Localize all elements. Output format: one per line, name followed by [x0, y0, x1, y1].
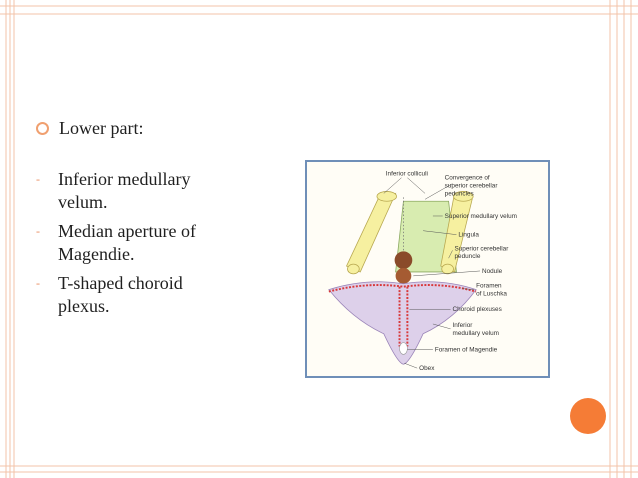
- choroid-horizontal: [328, 284, 477, 293]
- slide-content: Lower part: - Inferior medullary velum. …: [36, 114, 276, 318]
- label-superior-cerebellar-peduncle: Superior cerebellar: [454, 245, 509, 252]
- sub-item-line: velum.: [58, 192, 108, 212]
- label-convergence: superior cerebellar: [445, 183, 499, 190]
- main-bullet-text: Lower part:: [59, 117, 144, 138]
- dash-icon: -: [36, 172, 40, 186]
- dash-icon: -: [36, 276, 40, 290]
- label-foramen-luschka: Foramen: [476, 283, 502, 290]
- ring-bullet-icon: [36, 121, 49, 135]
- sub-item: - T-shaped choroid plexus.: [36, 272, 276, 318]
- sub-item-line: Magendie.: [58, 244, 135, 264]
- left-colliculus: [376, 191, 397, 202]
- magendie-opening: [399, 342, 408, 355]
- nodule-shape: [395, 268, 412, 284]
- leader-lines: [383, 177, 481, 369]
- right-peduncle-end: [441, 263, 454, 275]
- sub-item: - Inferior medullary velum.: [36, 168, 276, 214]
- label-choroid-plexuses: Choroid plexuses: [453, 306, 502, 313]
- dash-icon: -: [36, 224, 40, 238]
- fourth-ventricle-diagram: Inferior colliculi Convergence of superi…: [305, 160, 550, 378]
- label-foramen-magendie: Foramen of Magendie: [435, 346, 498, 353]
- label-nodule: Nodule: [482, 268, 503, 275]
- sub-item-line: plexus.: [58, 296, 110, 316]
- label-obex: Obex: [419, 365, 435, 372]
- left-peduncle-end: [347, 263, 360, 275]
- label-lingula: Lingula: [458, 232, 479, 239]
- choroid-vertical: [398, 286, 409, 347]
- sub-item: - Median aperture of Magendie.: [36, 220, 276, 266]
- label-inferior-colliculi: Inferior colliculi: [386, 171, 428, 178]
- diagram-illustration: Inferior colliculi Convergence of superi…: [328, 171, 517, 372]
- label-superior-medullary-velum: Superior medullary velum: [445, 213, 517, 220]
- label-convergence: Convergence of: [445, 175, 490, 182]
- label-convergence: peduncles: [445, 190, 474, 197]
- main-bullet: Lower part:: [36, 114, 276, 142]
- label-superior-cerebellar-peduncle: peduncle: [454, 253, 480, 260]
- label-foramen-luschka: of Luschka: [476, 291, 507, 298]
- lingula-shape: [394, 251, 413, 269]
- decorative-circle: [570, 398, 606, 434]
- roof-shape: [395, 200, 457, 273]
- sub-item-line: Inferior medullary: [58, 169, 191, 189]
- sub-item-line: Median aperture of: [58, 221, 196, 241]
- sub-item-line: T-shaped choroid: [58, 273, 183, 293]
- left-peduncle: [345, 192, 397, 273]
- label-inferior-medullary-velum: medullary velum: [453, 330, 499, 337]
- inferior-velum-shape: [328, 281, 477, 365]
- label-inferior-medullary-velum: Inferior: [453, 322, 474, 329]
- right-colliculus: [453, 191, 474, 202]
